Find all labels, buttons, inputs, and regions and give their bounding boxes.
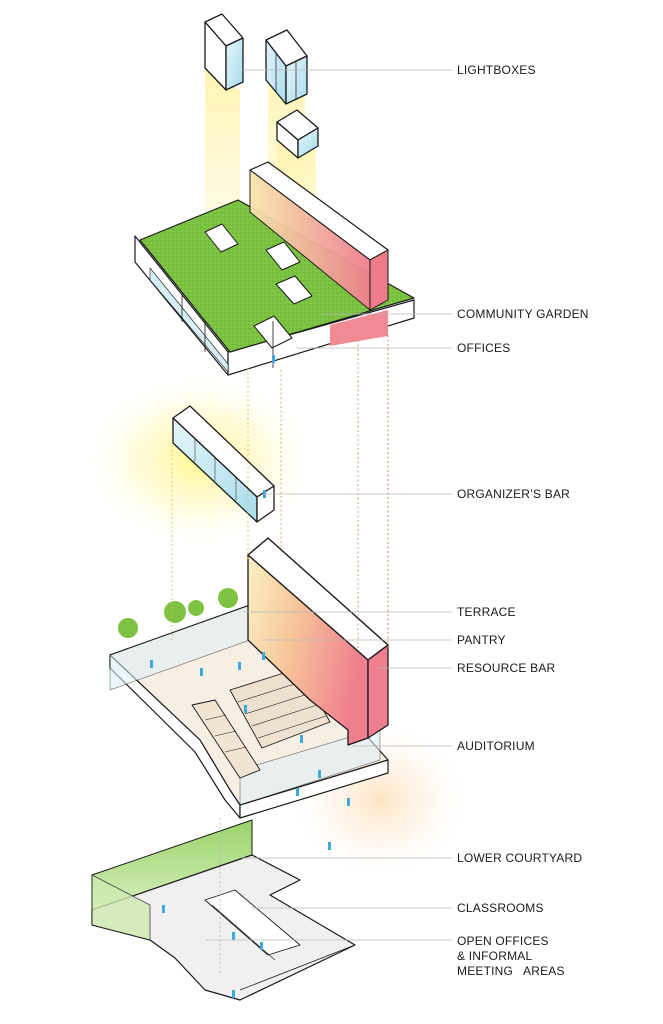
leader-lines xyxy=(205,69,452,941)
people-figures xyxy=(150,355,350,998)
lower-courtyard-level xyxy=(91,819,356,1001)
lightbox-2 xyxy=(265,29,308,105)
community-garden-level xyxy=(134,161,415,376)
label-terrace: TERRACE xyxy=(457,605,516,619)
label-lightboxes: LIGHTBOXES xyxy=(457,63,536,77)
label-auditorium: AUDITORIUM xyxy=(457,739,535,753)
light-beam-1 xyxy=(205,70,240,240)
auditorium-level xyxy=(109,537,389,819)
organizers-bar xyxy=(172,405,275,523)
label-organizers-bar: ORGANIZER’S BAR xyxy=(457,487,571,501)
label-classrooms: CLASSROOMS xyxy=(457,901,544,915)
label-open-offices: OPEN OFFICES & INFORMAL MEETING AREAS xyxy=(457,934,565,978)
label-pantry: PANTRY xyxy=(457,633,506,647)
label-resource-bar: RESOURCE BAR xyxy=(457,661,556,675)
lightbox-1 xyxy=(204,13,244,91)
label-offices: OFFICES xyxy=(457,341,511,355)
lightbox-3 xyxy=(276,109,319,159)
label-community-garden: COMMUNITY GARDEN xyxy=(457,307,589,321)
label-lower-courtyard: LOWER COURTYARD xyxy=(457,851,583,865)
